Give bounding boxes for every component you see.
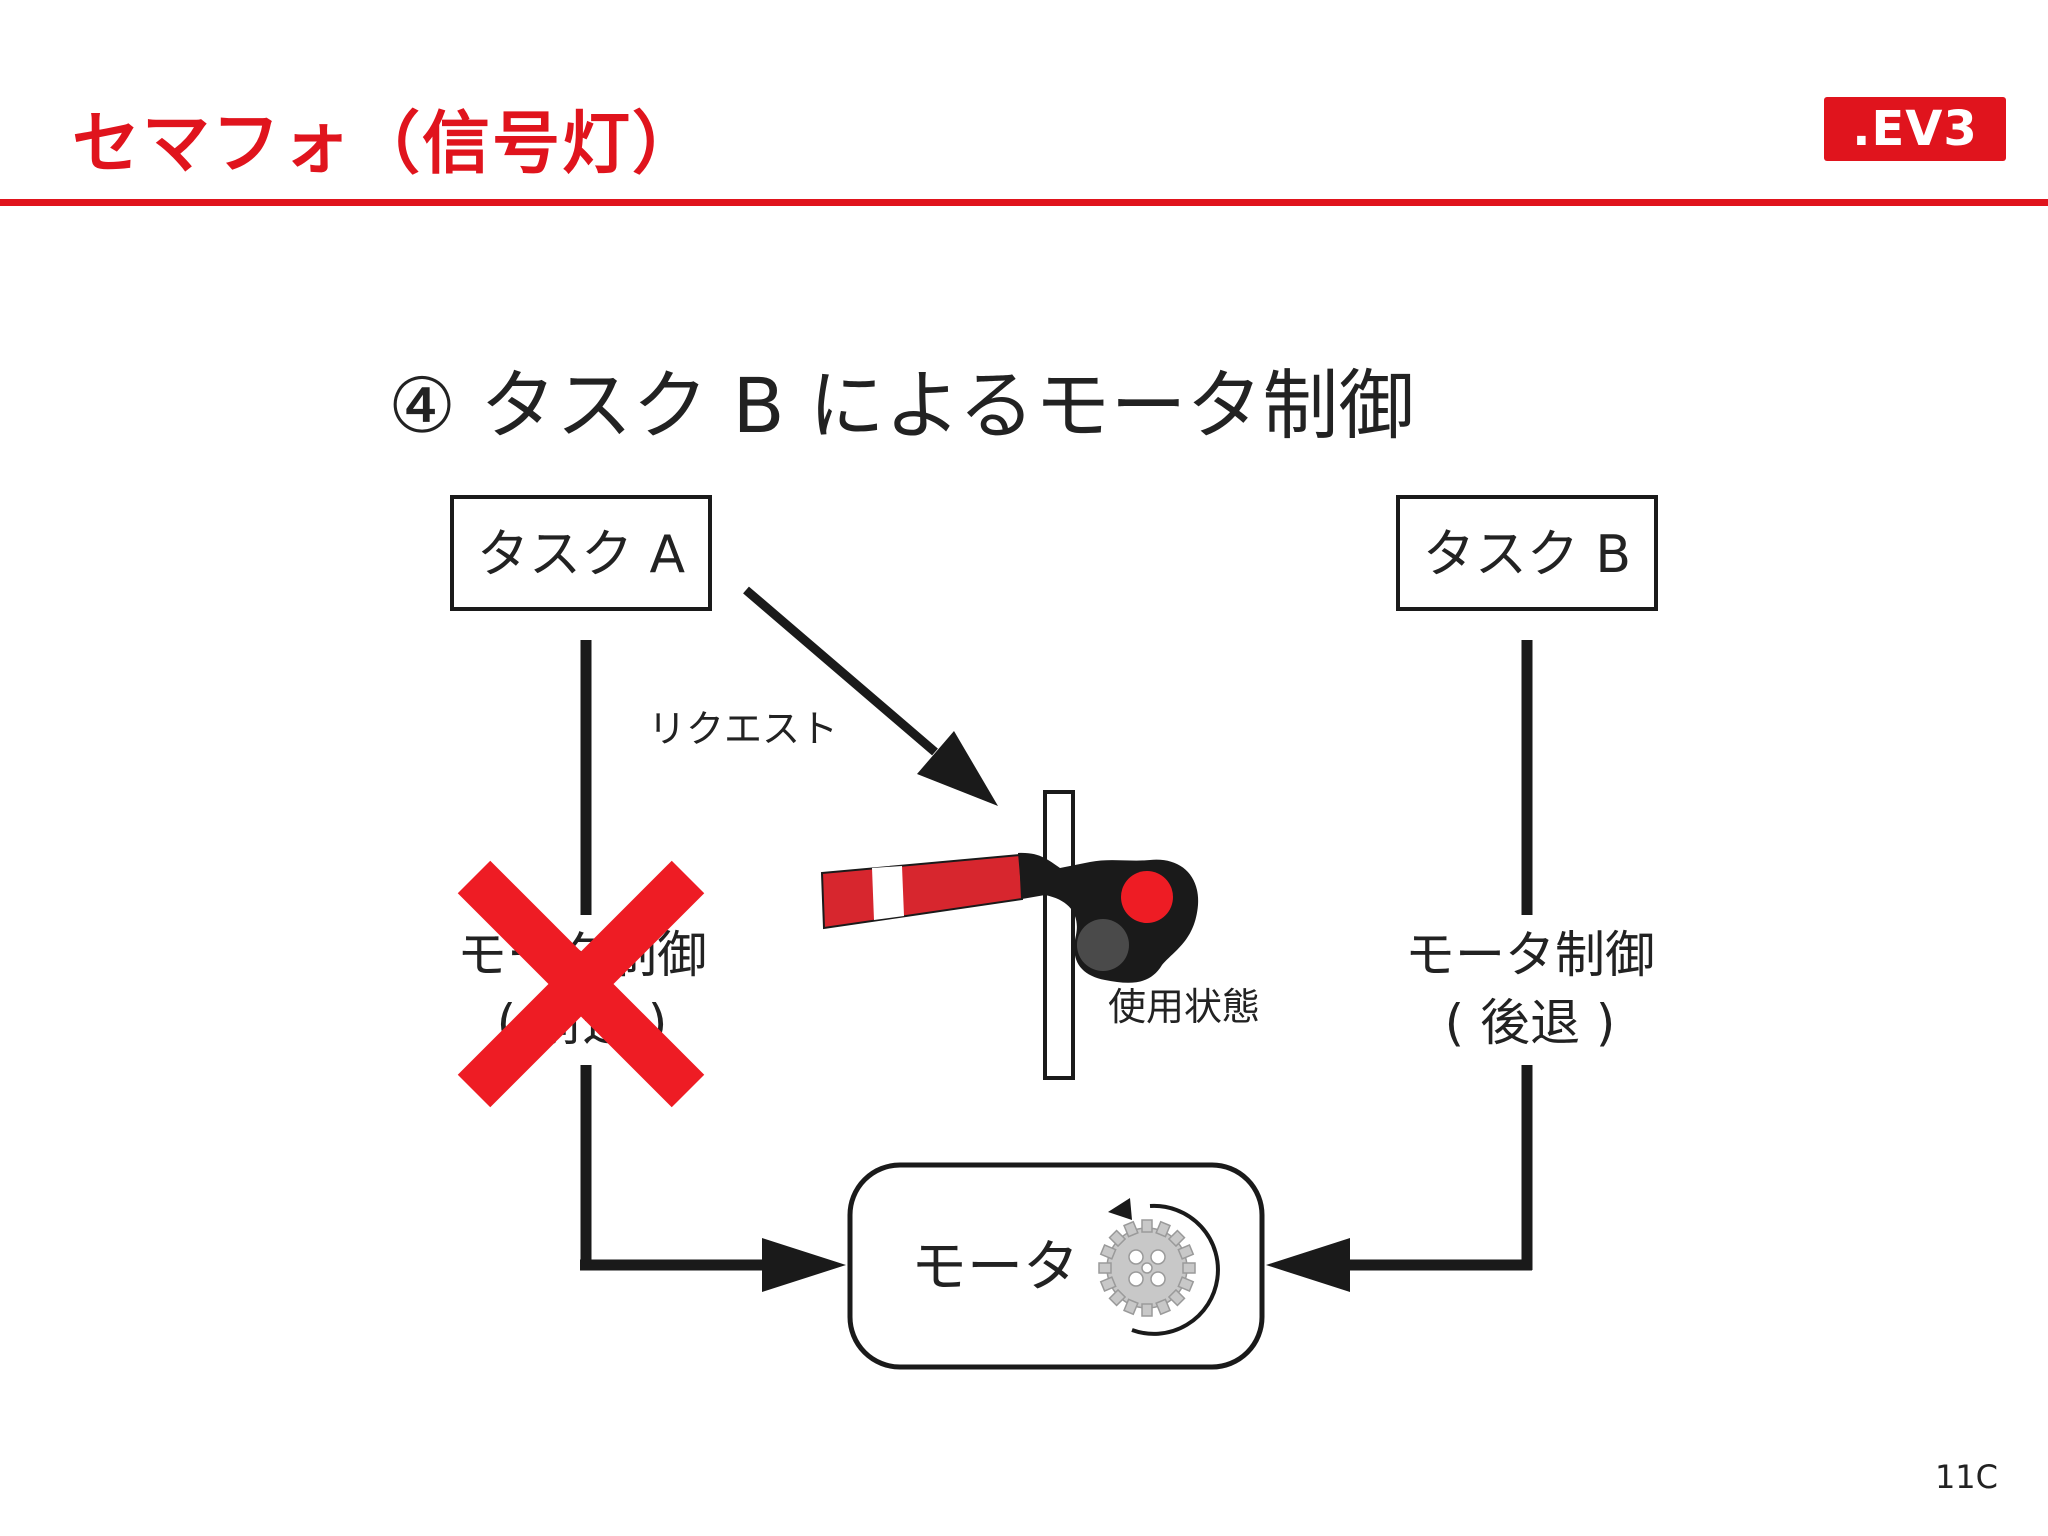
request-arrow — [743, 586, 998, 806]
task-b-path — [1350, 640, 1533, 1271]
motor-box: モータ — [847, 1162, 1265, 1370]
motor-label: モータ — [911, 1235, 1079, 1300]
semaphore-signal-icon — [820, 790, 1199, 1080]
request-label: リクエスト — [648, 707, 838, 751]
ev3-logo: .EV3 — [1824, 97, 2006, 161]
task-a-label: タスク A — [477, 525, 686, 585]
task-b-arrowhead — [1266, 1238, 1350, 1292]
page-number: 11C — [1934, 1458, 1998, 1496]
right-control-sub: ( 後退 ) — [1445, 994, 1616, 1052]
diagram-heading: ④ タスク B によるモータ制御 — [388, 361, 1414, 450]
ev3-logo-text: .EV3 — [1852, 101, 1978, 157]
right-control-label: モータ制御 — [1405, 926, 1655, 984]
semaphore-label: 使用状態 — [1108, 985, 1260, 1029]
task-b-label: タスク B — [1423, 525, 1631, 585]
task-a-arrowhead — [762, 1238, 846, 1292]
title-divider — [0, 199, 2048, 206]
task-a-path — [580, 640, 762, 1271]
task-b-box: タスク B — [1396, 495, 1658, 611]
gear-icon — [1098, 1198, 1220, 1336]
slide-title: セマフォ（信号灯） — [72, 105, 703, 184]
blocked-cross-icon — [457, 860, 705, 1108]
task-a-box: タスク A — [450, 495, 712, 611]
